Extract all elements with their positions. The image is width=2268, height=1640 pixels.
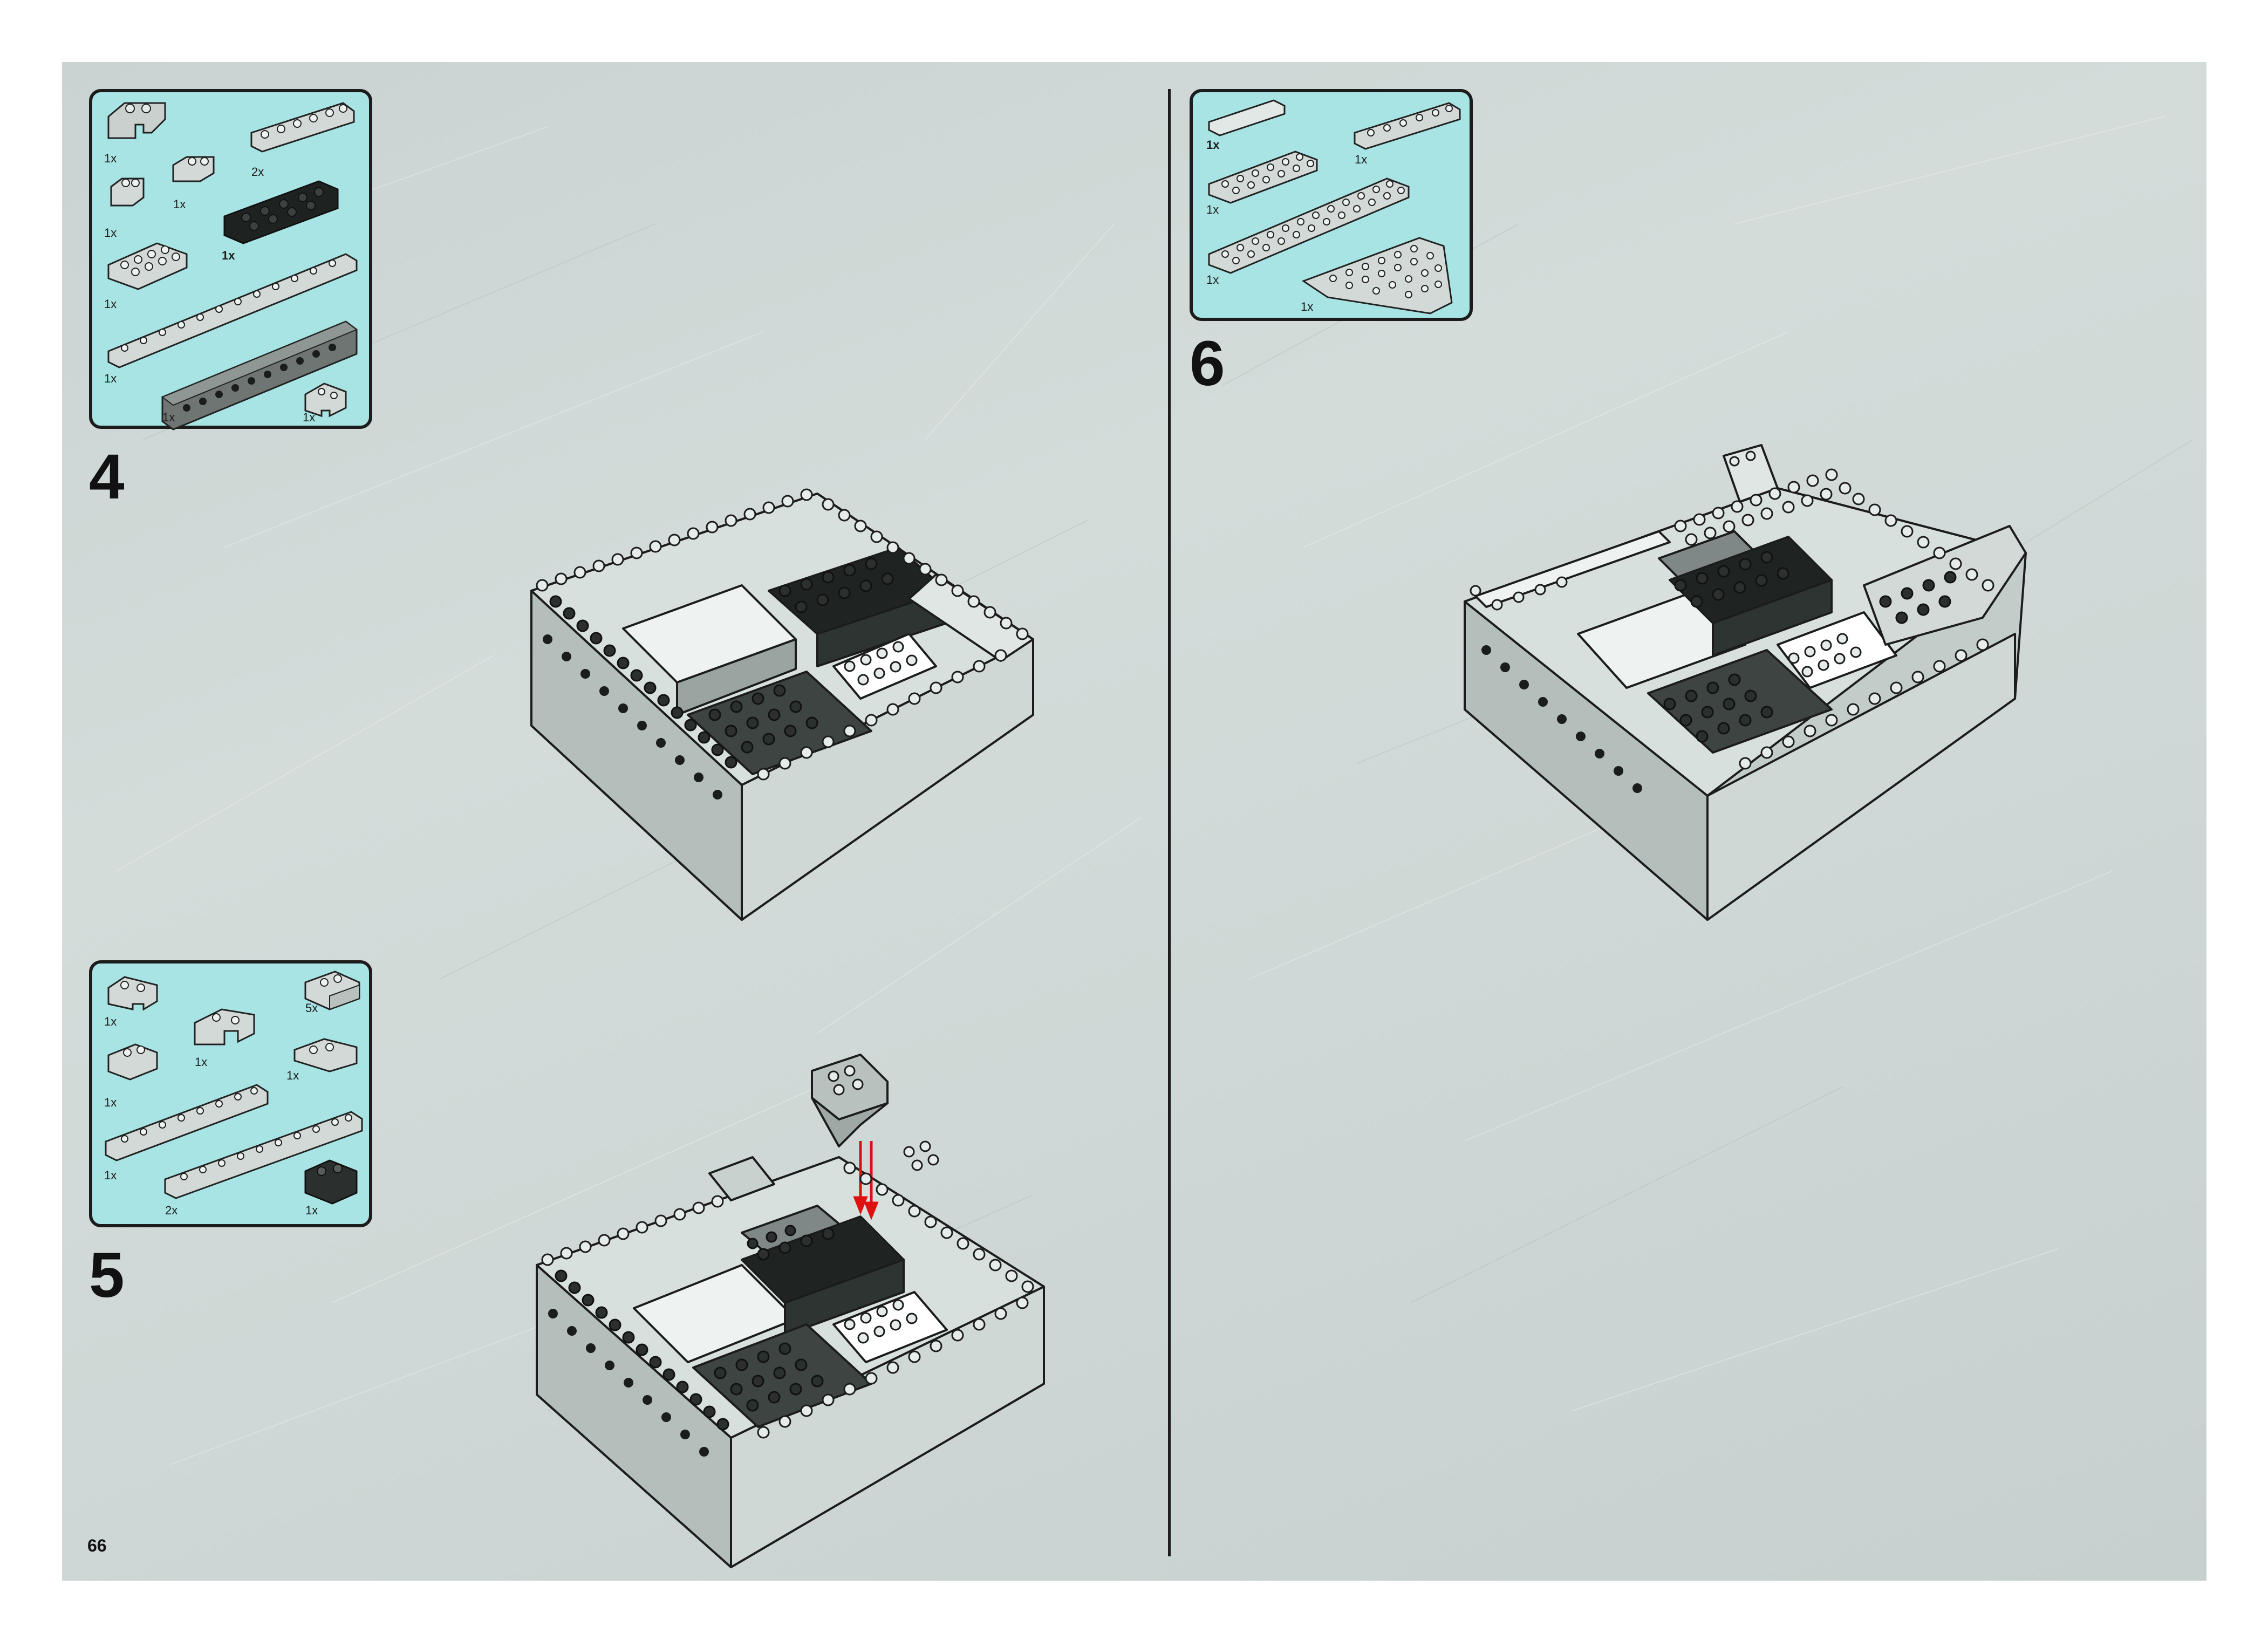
plate-1x8-icon [106,1085,268,1160]
part-qty: 1x [222,249,235,263]
brick-2x6-dark-icon [224,181,338,243]
part-qty: 1x [104,1096,117,1110]
part-qty: 1x [104,1015,117,1029]
step-5-model [461,1006,1098,1573]
plate-2x6-icon [1209,152,1317,203]
step-number: 5 [89,1243,125,1307]
tile-1x4-icon [1209,100,1285,135]
arch-brick-icon [195,1009,254,1044]
plate-1x6-icon [251,103,354,152]
part-qty: 1x [104,297,117,311]
wedge-plate-icon [295,1039,357,1071]
page-number: 66 [87,1536,107,1556]
part-qty: 5x [305,1001,318,1015]
part-qty: 1x [1301,300,1313,314]
page-divider [1168,89,1171,1556]
step-6-model [1443,364,2123,936]
part-qty: 1x [1355,153,1367,167]
instruction-page: 1x 1x 1x 2x 1x 1x 1x 1x 1x 4 [62,62,2206,1581]
part-qty: 1x [305,1204,318,1218]
step-number: 6 [1190,332,1225,395]
part-qty: 1x [104,1168,117,1183]
part-qty: 1x [104,152,117,166]
part-qty: 1x [104,226,117,240]
part-qty: 1x [1206,203,1219,217]
part-qty: 2x [251,165,264,179]
part-qty: 1x [195,1055,207,1069]
step-6-parts-callout: 1x 1x 1x 1x 1x [1190,89,1473,321]
arch-brick-icon [108,103,165,138]
part-qty: 1x [1206,138,1219,152]
part-qty: 1x [303,411,315,425]
part-qty: 1x [286,1069,299,1083]
brick-2x2-dark-icon [305,1160,357,1204]
step-number: 4 [89,445,125,509]
plate-1x6-icon [1355,103,1460,149]
plate-2x4-icon [108,243,187,289]
part-qty: 1x [162,411,175,425]
step-5-parts-callout: 1x 1x 5x 1x 1x 1x 2x 1x [89,960,372,1227]
step-4-parts-callout: 1x 1x 1x 2x 1x 1x 1x 1x 1x [89,89,372,429]
corner-brick-icon [108,977,157,1009]
part-qty: 1x [173,197,186,211]
part-qty: 1x [1206,273,1219,287]
step-6-parts-art [1193,92,1476,324]
brick-1x2-icon [111,179,144,206]
part-qty: 2x [165,1204,177,1218]
part-qty: 1x [104,372,117,386]
step-5-parts-art [92,964,375,1231]
wedge-plate-6x6-icon [1303,238,1452,313]
brick-1x2-icon [108,1044,157,1079]
step-4-model [461,413,1098,931]
brick-1x2-icon [173,157,214,181]
